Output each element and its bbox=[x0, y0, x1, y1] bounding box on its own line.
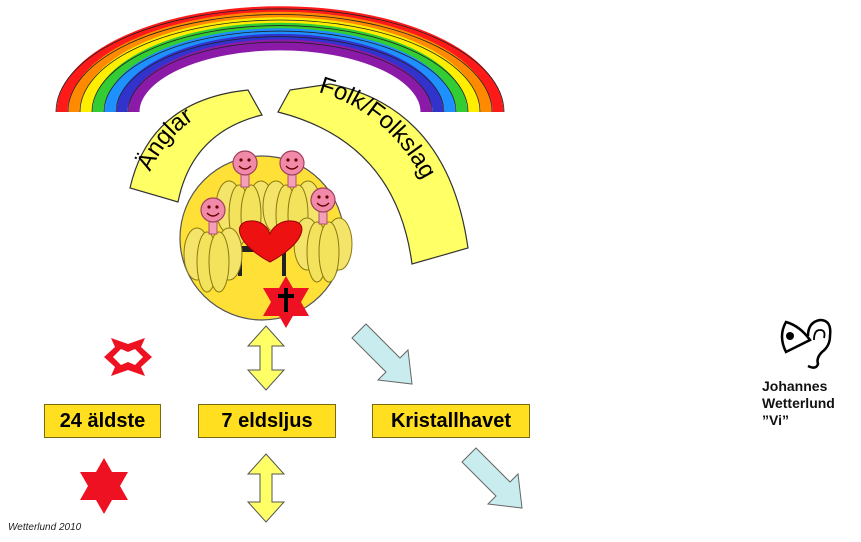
diagonal-arrow bbox=[462, 448, 522, 508]
crystal-sea-label: Kristallhavet bbox=[391, 410, 511, 433]
author-credit: Johannes Wetterlund ”Vi” bbox=[762, 378, 861, 429]
footer-credit: Wetterlund 2010 bbox=[8, 522, 81, 533]
lamps-label: 7 eldsljus bbox=[221, 410, 312, 433]
double-arrow-up-down bbox=[248, 326, 284, 390]
crystal-sea-box: Kristallhavet bbox=[372, 404, 530, 438]
lamps-box: 7 eldsljus bbox=[198, 404, 336, 438]
credit-line-2: Wetterlund bbox=[762, 395, 861, 412]
rainbow bbox=[56, 9, 504, 112]
octagram-icon bbox=[103, 338, 152, 376]
double-arrow-up-down bbox=[248, 454, 284, 522]
credit-line-3: ”Vi” bbox=[762, 412, 861, 429]
diagonal-arrow bbox=[352, 324, 412, 384]
eye-ear-icon bbox=[782, 320, 830, 368]
elders-box: 24 äldste bbox=[44, 404, 161, 438]
credit-line-1: Johannes bbox=[762, 378, 861, 395]
red-star-icon bbox=[80, 458, 128, 514]
elders-label: 24 äldste bbox=[60, 410, 146, 433]
